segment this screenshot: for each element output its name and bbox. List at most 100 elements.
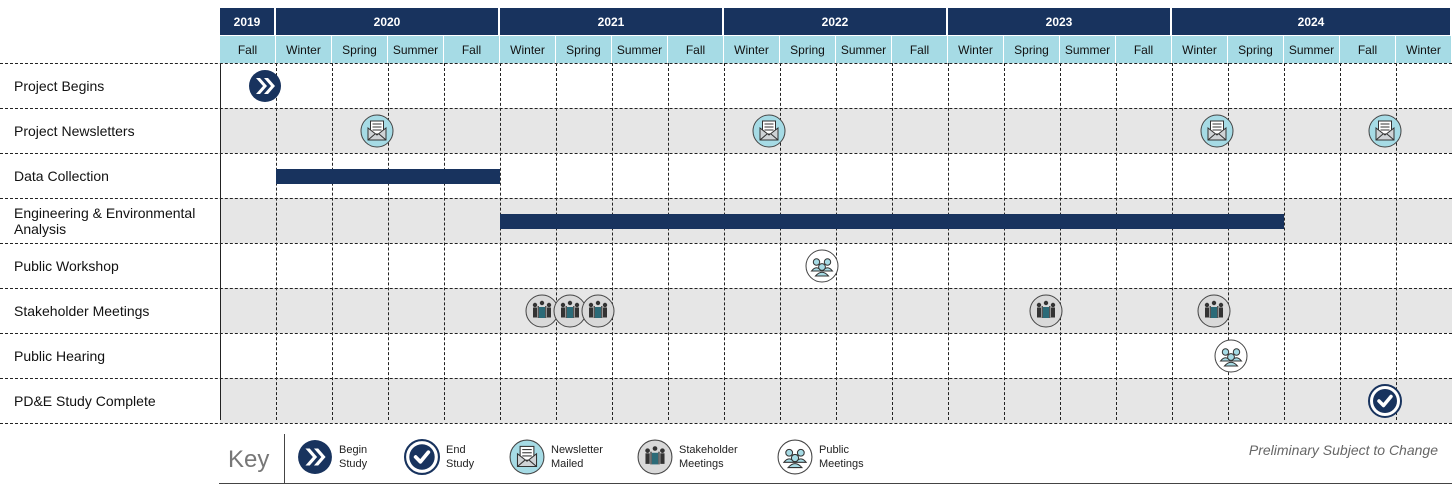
row-divider <box>0 288 1452 289</box>
season-header: Spring <box>1004 35 1060 63</box>
begin-study-icon <box>248 69 282 103</box>
season-divider <box>836 63 837 420</box>
season-header: Fall <box>1116 35 1172 63</box>
public-meetings-marker <box>1214 339 1248 373</box>
public-meetings-marker <box>805 249 839 283</box>
public-meetings-icon <box>1214 339 1248 373</box>
end-study-marker <box>1367 383 1402 418</box>
key-divider <box>285 483 1452 484</box>
season-header: Spring <box>780 35 836 63</box>
row-divider <box>0 153 1452 154</box>
newsletter-marker <box>1368 114 1402 148</box>
key-item-label: Begin Study <box>339 444 368 470</box>
season-header: Spring <box>1228 35 1284 63</box>
season-divider <box>1004 63 1005 420</box>
row-divider <box>0 333 1452 334</box>
timeline-row: Public Hearing <box>0 333 1452 378</box>
season-divider <box>1172 63 1173 420</box>
season-header: Winter <box>500 35 556 63</box>
key-item-label: Stakeholder Meetings <box>679 444 738 470</box>
newsletter-icon <box>509 439 545 475</box>
stakeholder-meetings-icon <box>1029 294 1063 328</box>
stakeholder-meetings-marker <box>553 294 587 328</box>
season-header: Fall <box>444 35 500 63</box>
season-header: Fall <box>1340 35 1396 63</box>
season-header: Winter <box>276 35 332 63</box>
season-header: Summer <box>388 35 444 63</box>
season-header: Winter <box>1396 35 1452 63</box>
stakeholder-meetings-icon <box>637 439 673 475</box>
season-divider <box>1228 63 1229 420</box>
season-divider <box>612 63 613 420</box>
season-divider <box>556 63 557 420</box>
timeline-row: PD&E Study Complete <box>0 378 1452 423</box>
newsletter-icon <box>752 114 786 148</box>
legend-key: Key Begin Study End Study Newsletter Mai… <box>219 432 1452 485</box>
row-label: PD&E Study Complete <box>14 392 156 409</box>
season-divider <box>948 63 949 420</box>
season-divider <box>892 63 893 420</box>
stakeholder-meetings-icon <box>1197 294 1231 328</box>
row-divider <box>0 378 1452 379</box>
key-item-label: Newsletter Mailed <box>551 444 603 470</box>
season-divider <box>388 63 389 420</box>
key-item-label: Public Meetings <box>819 444 864 470</box>
newsletter-marker <box>752 114 786 148</box>
season-header: Fall <box>892 35 948 63</box>
timeline-row: Project Begins <box>0 63 1452 108</box>
row-divider <box>0 423 1452 424</box>
row-divider <box>0 243 1452 244</box>
timeline-row: Stakeholder Meetings <box>0 288 1452 333</box>
year-header-2019: 2019 <box>220 8 276 35</box>
stakeholder-meetings-icon <box>553 294 587 328</box>
row-label: Project Newsletters <box>14 122 135 139</box>
key-item-label: End Study <box>446 444 475 470</box>
label-column-divider <box>220 63 221 420</box>
public-meetings-icon <box>777 439 813 475</box>
newsletter-marker <box>1200 114 1234 148</box>
season-divider <box>668 63 669 420</box>
season-divider <box>1116 63 1117 420</box>
row-divider <box>0 198 1452 199</box>
stakeholder-meetings-icon <box>581 294 615 328</box>
key-item: Newsletter Mailed <box>509 439 603 475</box>
public-meetings-icon <box>805 249 839 283</box>
key-item: End Study <box>404 439 474 475</box>
season-header: Winter <box>1172 35 1228 63</box>
key-item: Public Meetings <box>777 439 864 475</box>
row-label: Stakeholder Meetings <box>14 302 150 319</box>
newsletter-marker <box>360 114 394 148</box>
year-header-2021: 2021 <box>500 8 724 35</box>
stakeholder-meetings-marker <box>1197 294 1231 328</box>
newsletter-icon <box>1200 114 1234 148</box>
season-header: Summer <box>1284 35 1340 63</box>
row-label: Public Workshop <box>14 257 119 274</box>
key-item: Begin Study <box>297 439 367 475</box>
row-label: Data Collection <box>14 167 109 184</box>
timeline-row: Data Collection <box>0 153 1452 198</box>
season-divider <box>444 63 445 420</box>
season-header: Summer <box>1060 35 1116 63</box>
season-divider <box>1060 63 1061 420</box>
duration-bar <box>500 213 1284 229</box>
end-study-icon <box>404 439 440 475</box>
timeline-row: Project Newsletters <box>0 108 1452 153</box>
end-study-icon <box>1367 383 1402 418</box>
season-divider <box>1284 63 1285 420</box>
season-header: Summer <box>612 35 668 63</box>
row-label: Project Begins <box>14 77 105 94</box>
stakeholder-meetings-marker <box>1029 294 1063 328</box>
season-divider <box>276 63 277 420</box>
season-divider <box>500 63 501 420</box>
duration-bar <box>276 168 500 184</box>
year-header-2024: 2024 <box>1172 8 1452 35</box>
season-header: Fall <box>220 35 276 63</box>
season-header: Spring <box>556 35 612 63</box>
key-title-box: Key <box>219 434 285 484</box>
season-header: Summer <box>836 35 892 63</box>
newsletter-icon <box>360 114 394 148</box>
key-item: Stakeholder Meetings <box>637 439 738 475</box>
row-label: Public Hearing <box>14 347 106 364</box>
season-divider <box>1396 63 1397 420</box>
season-divider <box>780 63 781 420</box>
